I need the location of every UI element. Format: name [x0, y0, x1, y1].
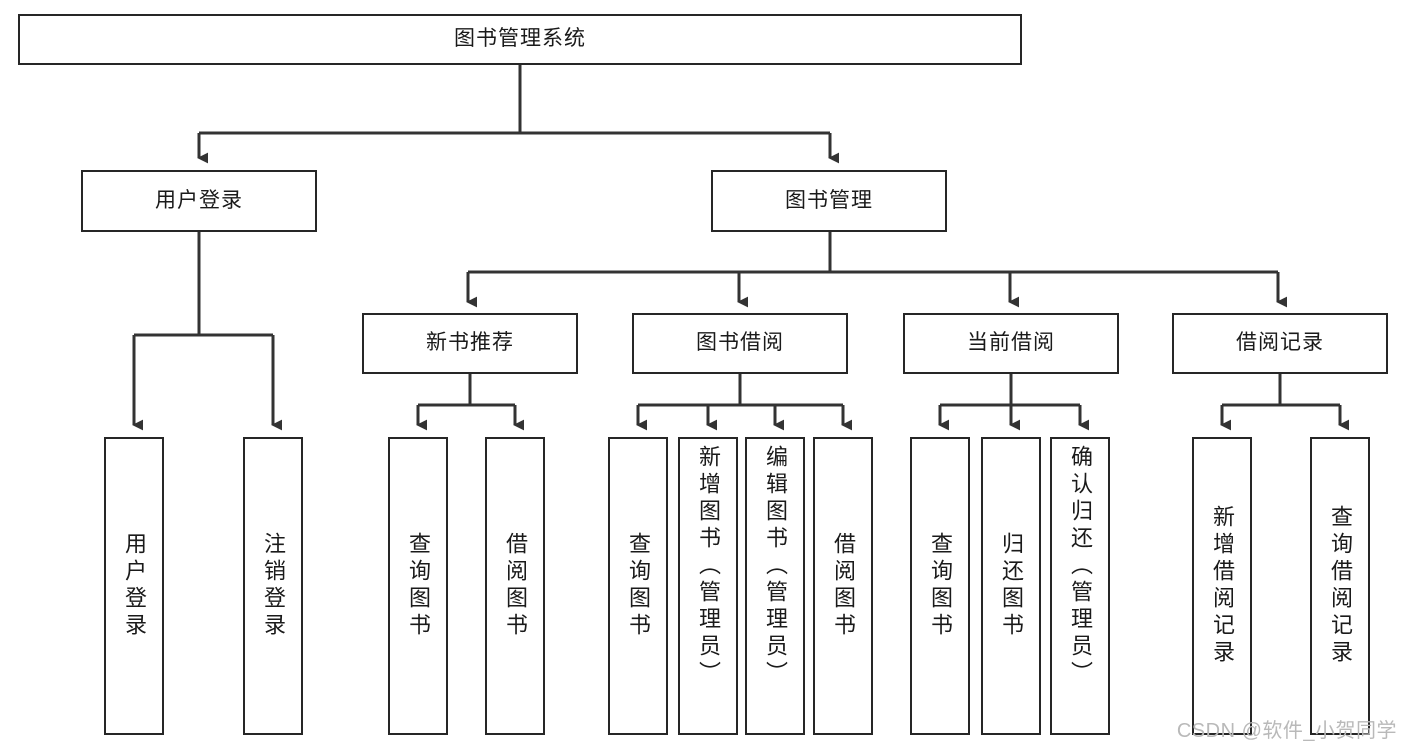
- node-leaf-borrow-edit-book[interactable]: 编辑图书（管理员）: [745, 437, 805, 735]
- node-leaf-borrow-add-book[interactable]: 新增图书（管理员）: [678, 437, 738, 735]
- node-current-borrow[interactable]: 当前借阅: [903, 313, 1119, 374]
- node-leaf-rec-query-record[interactable]: 查询借阅记录: [1310, 437, 1370, 735]
- node-leaf-borrow-borrow-book[interactable]: 借阅图书: [813, 437, 873, 735]
- node-current-borrow-label: 当前借阅: [967, 331, 1055, 355]
- node-leaf-rec-query-book-label: 查询图书: [406, 532, 431, 640]
- node-leaf-user-login-label: 用户登录: [122, 532, 147, 640]
- node-leaf-cur-confirm-return-label: 确认归还（管理员）: [1068, 445, 1093, 688]
- node-leaf-user-login[interactable]: 用户登录: [104, 437, 164, 735]
- node-book-borrow-label: 图书借阅: [696, 331, 784, 355]
- watermark: CSDN @软件_小贺同学: [1176, 720, 1397, 742]
- node-book-manage-label: 图书管理: [785, 188, 873, 212]
- node-leaf-borrow-query-book-label: 查询图书: [626, 532, 651, 640]
- node-leaf-rec-add-record-label: 新增借阅记录: [1210, 505, 1235, 667]
- node-borrow-record[interactable]: 借阅记录: [1172, 313, 1388, 374]
- node-leaf-rec-query-record-label: 查询借阅记录: [1328, 505, 1353, 667]
- node-book-borrow[interactable]: 图书借阅: [632, 313, 848, 374]
- node-user-login-label: 用户登录: [155, 188, 243, 212]
- node-leaf-rec-borrow-book[interactable]: 借阅图书: [485, 437, 545, 735]
- node-leaf-user-logout-label: 注销登录: [261, 532, 286, 640]
- node-root[interactable]: 图书管理系统: [18, 14, 1022, 65]
- node-user-login[interactable]: 用户登录: [81, 170, 317, 232]
- node-root-label: 图书管理系统: [454, 27, 586, 51]
- node-leaf-borrow-add-book-label: 新增图书（管理员）: [696, 445, 721, 688]
- node-leaf-rec-add-record[interactable]: 新增借阅记录: [1192, 437, 1252, 735]
- node-leaf-borrow-edit-book-label: 编辑图书（管理员）: [763, 445, 788, 688]
- node-borrow-record-label: 借阅记录: [1236, 331, 1324, 355]
- node-leaf-rec-query-book[interactable]: 查询图书: [388, 437, 448, 735]
- node-new-book-rec[interactable]: 新书推荐: [362, 313, 578, 374]
- node-leaf-cur-query-book[interactable]: 查询图书: [910, 437, 970, 735]
- node-leaf-rec-borrow-book-label: 借阅图书: [503, 532, 528, 640]
- node-new-book-rec-label: 新书推荐: [426, 331, 514, 355]
- node-leaf-borrow-query-book[interactable]: 查询图书: [608, 437, 668, 735]
- node-leaf-cur-confirm-return[interactable]: 确认归还（管理员）: [1050, 437, 1110, 735]
- node-book-manage[interactable]: 图书管理: [711, 170, 947, 232]
- node-leaf-user-logout[interactable]: 注销登录: [243, 437, 303, 735]
- node-leaf-cur-query-book-label: 查询图书: [928, 532, 953, 640]
- node-leaf-cur-return-book[interactable]: 归还图书: [981, 437, 1041, 735]
- node-leaf-borrow-borrow-book-label: 借阅图书: [831, 532, 856, 640]
- node-leaf-cur-return-book-label: 归还图书: [999, 532, 1024, 640]
